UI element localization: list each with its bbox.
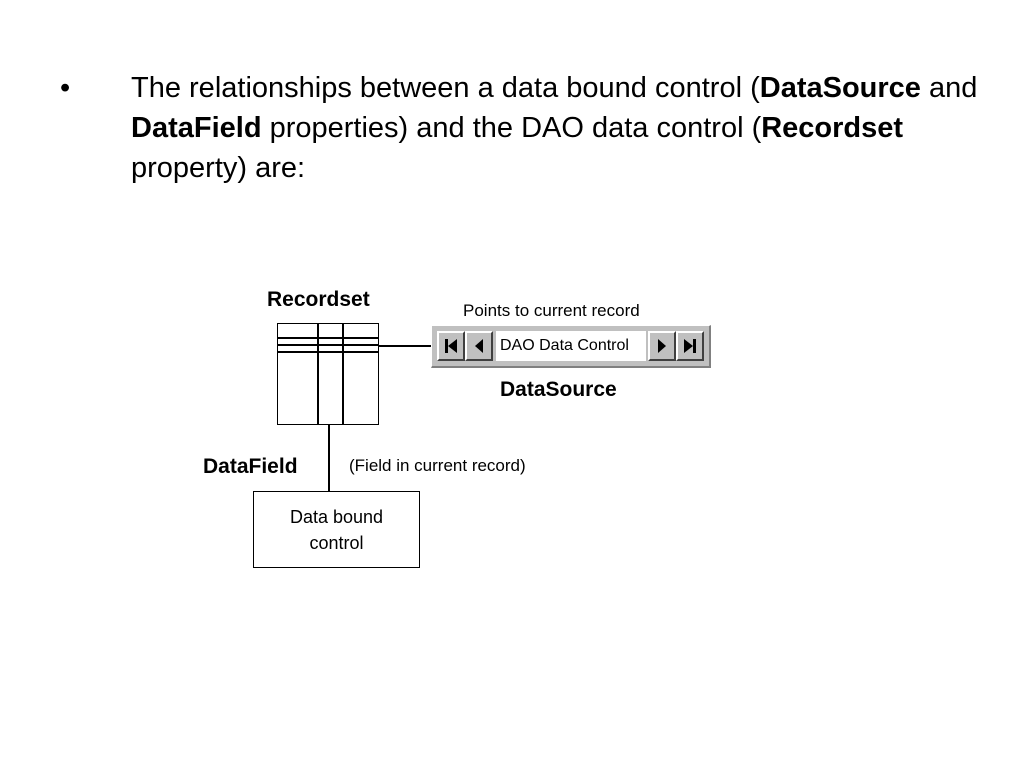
table-row-divider xyxy=(278,344,378,346)
recordset-term: Recordset xyxy=(761,112,904,144)
bound-control-line2: control xyxy=(309,533,364,553)
text-run: and xyxy=(920,72,978,104)
points-to-label: Points to current record xyxy=(463,301,640,320)
bound-control-line1: Data bound xyxy=(289,507,384,527)
recordset-table xyxy=(277,323,379,425)
text-run: property) are: xyxy=(131,152,306,184)
recordset-to-control-connector xyxy=(379,345,431,347)
bullet-paragraph: The relationships between a data bound c… xyxy=(131,68,981,188)
datafield-term: DataField xyxy=(131,112,262,144)
datasource-label: DataSource xyxy=(500,378,617,401)
field-to-control-connector xyxy=(328,425,330,491)
bullet-marker: • xyxy=(60,72,71,104)
next-record-button[interactable] xyxy=(648,331,676,361)
dao-control-caption: DAO Data Control xyxy=(496,331,646,361)
recordset-label: Recordset xyxy=(267,288,370,311)
previous-icon xyxy=(475,339,483,353)
text-run: properties) and the DAO data control ( xyxy=(261,112,762,144)
text-run: The relationships between a data bound c… xyxy=(131,72,760,104)
next-icon xyxy=(658,339,666,353)
table-row-divider xyxy=(278,337,378,339)
table-row-divider xyxy=(278,351,378,353)
datafield-label: DataField xyxy=(203,455,298,478)
table-column-divider xyxy=(342,324,344,424)
field-note: (Field in current record) xyxy=(349,456,526,475)
data-bound-control: Data bound control xyxy=(253,491,420,568)
datasource-term: DataSource xyxy=(759,72,921,104)
table-column-divider xyxy=(317,324,319,424)
previous-record-button[interactable] xyxy=(465,331,493,361)
first-record-button[interactable] xyxy=(437,331,465,361)
skip-last-icon xyxy=(684,339,696,353)
last-record-button[interactable] xyxy=(676,331,704,361)
skip-first-icon xyxy=(445,339,457,353)
dao-data-control[interactable]: DAO Data Control xyxy=(431,325,711,368)
